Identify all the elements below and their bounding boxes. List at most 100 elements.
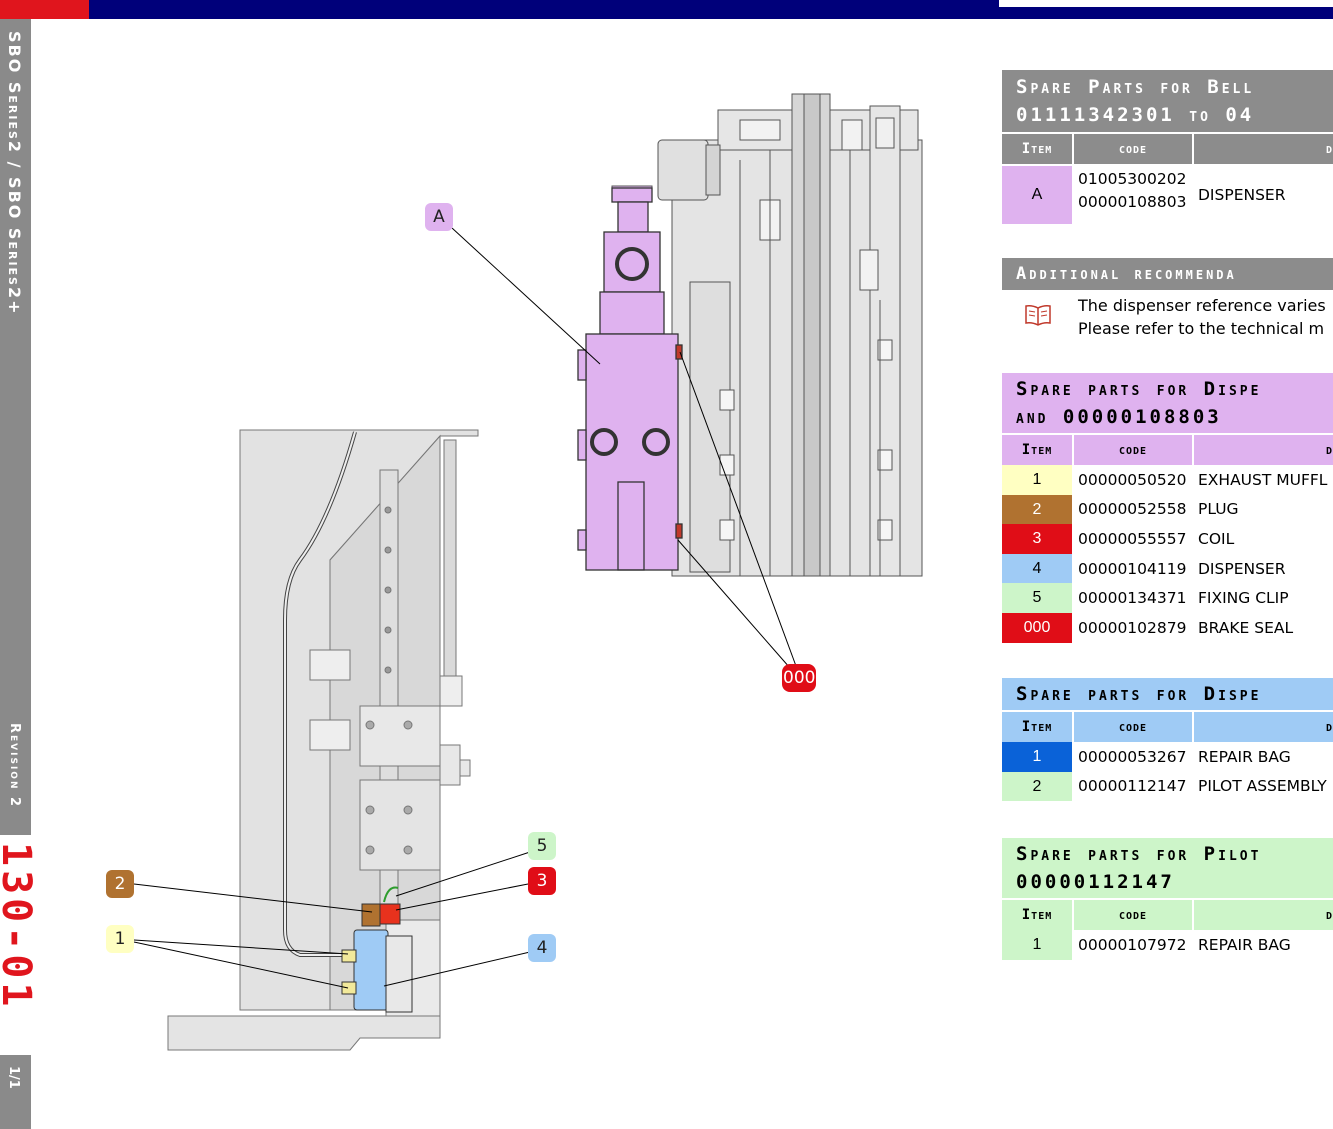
recommendation-title: Additional recommenda — [1016, 264, 1237, 284]
book-icon — [1025, 305, 1051, 326]
row-desc: DISPENSER — [1198, 186, 1286, 204]
table-row: 2 00000052558 PLUG — [1002, 494, 1333, 525]
top-bar-red-block — [0, 0, 89, 19]
recommendation-text: The dispenser reference varies Please re… — [1078, 294, 1326, 340]
row-code: 00000134371 — [1078, 589, 1187, 608]
row-item: 5 — [1002, 583, 1072, 613]
pilot-spare-parts-table: Spare parts for Pilot 00000112147 Item c… — [1002, 838, 1333, 960]
additional-recommendation: Additional recommenda The dispenser refe… — [1002, 258, 1333, 340]
row-item: 2 — [1002, 771, 1072, 802]
row-desc: BRAKE SEAL — [1198, 618, 1294, 637]
table-header: Item code de — [1002, 435, 1333, 465]
row-item: 1 — [1002, 742, 1072, 772]
callout-5[interactable]: 5 — [528, 832, 556, 860]
header-desc: de — [1194, 712, 1333, 742]
row-desc: PLUG — [1198, 500, 1239, 519]
table-row: 1 00000050520 EXHAUST MUFFL — [1002, 465, 1333, 495]
table-title-line2: 00000112147 — [1016, 871, 1175, 893]
row-desc: COIL — [1198, 529, 1235, 548]
row-code: 00000104119 — [1078, 559, 1187, 578]
callout-2[interactable]: 2 — [106, 870, 134, 898]
table-title-line1: Spare parts for Dispe — [1016, 683, 1262, 705]
table-title-line1: Spare Parts for Bell — [1016, 76, 1255, 98]
header-code: code — [1074, 435, 1192, 465]
table-title-line1: Spare parts for Dispe — [1016, 378, 1262, 400]
table-title: Spare parts for Dispe — [1002, 678, 1333, 710]
table-body: 1 00000050520 EXHAUST MUFFL 2 00000052558 PLU… — [1002, 465, 1333, 643]
callout-a[interactable]: A — [425, 203, 453, 231]
header-desc: de — [1194, 435, 1333, 465]
dispenser-sub-spare-parts-table: Spare parts for Dispe Item code de 1 0000… — [1002, 678, 1333, 802]
bell-spare-parts-table: Spare Parts for Bell 01111342301 to 04 I… — [1002, 70, 1333, 224]
page-count: 1/1 — [6, 1066, 21, 1089]
row-code-2: 00000108803 — [1078, 193, 1187, 211]
row-item: 4 — [1002, 553, 1072, 584]
parts-diagram — [133, 93, 923, 1051]
table-row: 000 00000102879 BRAKE SEAL — [1002, 612, 1333, 643]
top-bar — [0, 0, 1333, 19]
row-desc: FIXING CLIP — [1198, 589, 1289, 608]
callout-000[interactable]: 000 — [782, 664, 817, 692]
recommendation-body: The dispenser reference varies Please re… — [1002, 290, 1333, 340]
row-code: 00000052558 — [1078, 500, 1187, 519]
row-code: 00000112147 — [1078, 777, 1187, 796]
table-title: Spare Parts for Bell 01111342301 to 04 — [1002, 70, 1333, 132]
row-item: 3 — [1002, 524, 1072, 554]
header-item: Item — [1002, 900, 1072, 930]
row-item: A — [1002, 166, 1072, 224]
table-header: Item code de — [1002, 900, 1333, 930]
header-item: Item — [1002, 712, 1072, 742]
row-item: 000 — [1002, 612, 1072, 643]
lower-assembly — [167, 429, 479, 1051]
row-desc: REPAIR BAG — [1198, 935, 1291, 954]
table-header: Item code de — [1002, 134, 1333, 164]
row-desc: DISPENSER — [1198, 559, 1286, 578]
table-title: Spare parts for Pilot 00000112147 — [1002, 838, 1333, 898]
table-title-line1: Spare parts for Pilot — [1016, 843, 1262, 865]
table-header: Item code de — [1002, 712, 1333, 742]
table-row: 5 00000134371 FIXING CLIP — [1002, 583, 1333, 613]
recommendation-line1: The dispenser reference varies — [1078, 296, 1326, 315]
callout-4[interactable]: 4 — [528, 934, 556, 962]
callout-1[interactable]: 1 — [106, 925, 134, 953]
header-code: code — [1074, 134, 1192, 164]
callout-3[interactable]: 3 — [528, 867, 556, 895]
row-code: 00000102879 — [1078, 618, 1187, 637]
table-row: A 01005300202 00000108803 DISPENSER — [1002, 166, 1333, 224]
exploded-view-drawing: A 000 2 1 5 3 4 — [40, 40, 980, 1120]
header-item: Item — [1002, 435, 1072, 465]
table-title-line2: 01111342301 to 04 — [1016, 104, 1255, 126]
sidebar-page-box — [0, 835, 31, 1055]
row-code-1: 01005300202 — [1078, 170, 1187, 188]
dispenser-spare-parts-table: Spare parts for Dispe and 00000108803 It… — [1002, 373, 1333, 643]
row-desc: EXHAUST MUFFL — [1198, 470, 1328, 489]
leader-lines — [133, 227, 797, 989]
table-row: 1 00000053267 REPAIR BAG — [1002, 742, 1333, 772]
table-title: Spare parts for Dispe and 00000108803 — [1002, 373, 1333, 433]
row-item: 1 — [1002, 465, 1072, 495]
top-bar-white-block — [999, 0, 1333, 7]
row-item: 2 — [1002, 494, 1072, 525]
spare-parts-panel: Spare Parts for Bell 01111342301 to 04 I… — [1002, 70, 1333, 1070]
row-code: 00000053267 — [1078, 747, 1187, 766]
row-code: 00000055557 — [1078, 529, 1187, 548]
table-row: 4 00000104119 DISPENSER — [1002, 553, 1333, 584]
recommendation-line2: Please refer to the technical m — [1078, 319, 1325, 338]
page-code: 130-01 — [0, 842, 39, 1011]
header-code: code — [1074, 712, 1192, 742]
lower-dispenser-parts — [341, 886, 413, 1013]
table-row: 3 00000055557 COIL — [1002, 524, 1333, 554]
row-code: 00000107972 — [1078, 935, 1187, 954]
header-desc: de — [1194, 900, 1333, 930]
row-code: 00000050520 — [1078, 470, 1187, 489]
table-title-line2: and 00000108803 — [1016, 406, 1222, 428]
dispenser-a-part — [577, 187, 683, 571]
sidebar-revision-label: Revision 2 — [7, 723, 22, 809]
header-code: code — [1074, 900, 1192, 930]
row-desc: REPAIR BAG — [1198, 747, 1291, 766]
row-codes: 01005300202 00000108803 — [1074, 166, 1192, 224]
